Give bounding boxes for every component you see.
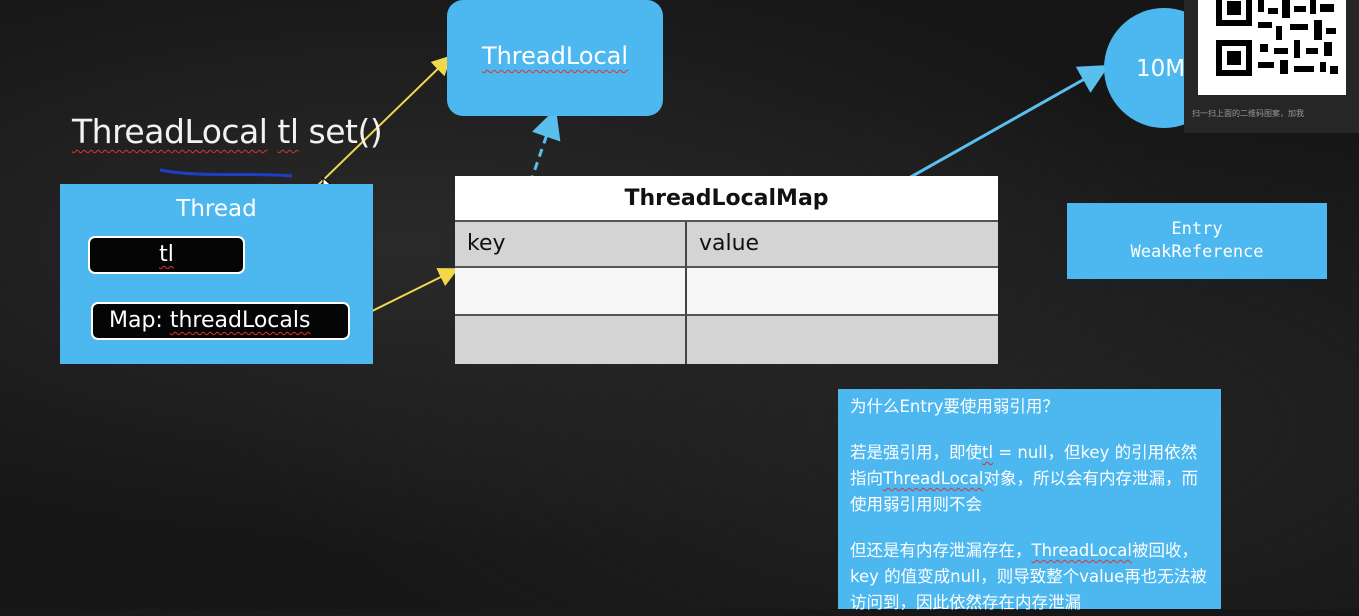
note-paragraph-2: 但还是有内存泄漏存在，ThreadLocal被回收，key 的值变成null，则… xyxy=(850,538,1209,616)
threadlocal-box: ThreadLocal xyxy=(447,0,663,116)
qr-code-icon xyxy=(1198,0,1346,95)
qr-caption: 扫一扫上面的二维码图案，加我 xyxy=(1192,109,1304,118)
threadlocalmap-title: ThreadLocalMap xyxy=(455,176,998,222)
heading-class: ThreadLocal xyxy=(72,112,268,151)
column-key: key xyxy=(455,222,687,268)
thread-field-map-name: threadLocals xyxy=(169,308,311,333)
thread-field-tl: tl xyxy=(88,236,245,274)
note-text-code: ThreadLocal xyxy=(1031,541,1132,560)
note-text: = null，但key 的引用依然指向 xyxy=(850,443,1198,488)
note-question: 为什么Entry要使用弱引用？ xyxy=(850,397,1059,416)
threadlocalmap-table: ThreadLocalMap key value xyxy=(455,176,998,364)
note-paragraph-1: 若是强引用，即使tl = null，但key 的引用依然指向ThreadLoca… xyxy=(850,440,1209,518)
underline-scribble xyxy=(159,168,293,178)
memory-label: 10M xyxy=(1136,56,1186,82)
entry-box: Entry WeakReference xyxy=(1067,203,1327,279)
entry-label: Entry xyxy=(1171,219,1223,239)
explanation-note: 为什么Entry要使用弱引用？ 若是强引用，即使tl = null，但key 的… xyxy=(838,389,1221,612)
heading-var: tl xyxy=(277,112,299,151)
table-cell xyxy=(687,316,998,364)
thread-field-tl-label: tl xyxy=(159,242,174,267)
thread-field-map-prefix: Map: xyxy=(109,308,170,333)
table-cell xyxy=(687,268,998,316)
note-text-code: tl xyxy=(982,443,994,462)
note-text-code: ThreadLocal xyxy=(883,469,984,488)
note-text: 若是强引用，即使 xyxy=(850,443,982,462)
note-text: 但还是有内存泄漏存在， xyxy=(850,541,1032,560)
threadlocal-label: ThreadLocal xyxy=(481,42,629,70)
heading-method: set() xyxy=(308,112,383,151)
column-value: value xyxy=(687,222,998,268)
note-text: 被回收，key 的值变成null，则导致整个value再也无法被访问到，因此依然… xyxy=(850,541,1207,612)
qr-panel: 扫一扫上面的二维码图案，加我 xyxy=(1184,0,1359,133)
code-heading: ThreadLocal tl set() xyxy=(72,112,383,151)
thread-title: Thread xyxy=(176,196,257,222)
table-cell xyxy=(455,268,687,316)
note-text: 对象，所以会有内存泄漏，而使用弱引用则不会 xyxy=(850,469,1198,514)
thread-box: Thread tl Map: threadLocals xyxy=(60,184,373,364)
thread-field-map: Map: threadLocals xyxy=(91,302,350,340)
weakreference-label: WeakReference xyxy=(1130,242,1264,262)
table-cell xyxy=(455,316,687,364)
